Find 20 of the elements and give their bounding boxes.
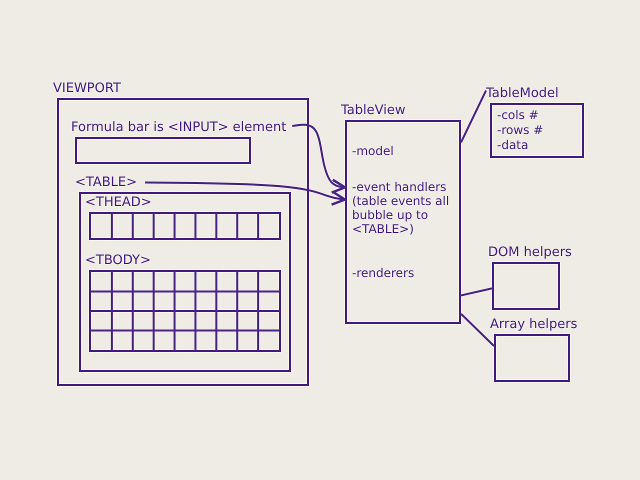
box-heading: <THEAD> xyxy=(85,195,152,210)
box-heading: Array helpers xyxy=(490,317,578,332)
box-heading: <TABLE> xyxy=(75,175,137,190)
list-item: -cols # xyxy=(497,108,540,122)
box-heading: Formula bar is <INPUT> element xyxy=(71,120,286,135)
list-item: -renderers xyxy=(352,266,416,280)
arrow xyxy=(292,124,346,194)
box-heading: TableModel xyxy=(486,86,559,101)
connector-line xyxy=(460,313,495,347)
list-item: -data xyxy=(497,138,530,152)
connector-line xyxy=(460,287,492,296)
connector-line xyxy=(460,90,487,143)
arrow xyxy=(145,182,346,206)
box-heading: DOM helpers xyxy=(488,245,572,260)
list-item: -event handlers (table events all bubble up to <TABLE>) xyxy=(352,180,450,236)
list-item: -model xyxy=(352,144,395,158)
list-item: -rows # xyxy=(497,123,544,137)
box-heading: <TBODY> xyxy=(85,253,151,268)
box-heading: TableView xyxy=(341,103,406,118)
box-heading: VIEWPORT xyxy=(53,81,121,96)
